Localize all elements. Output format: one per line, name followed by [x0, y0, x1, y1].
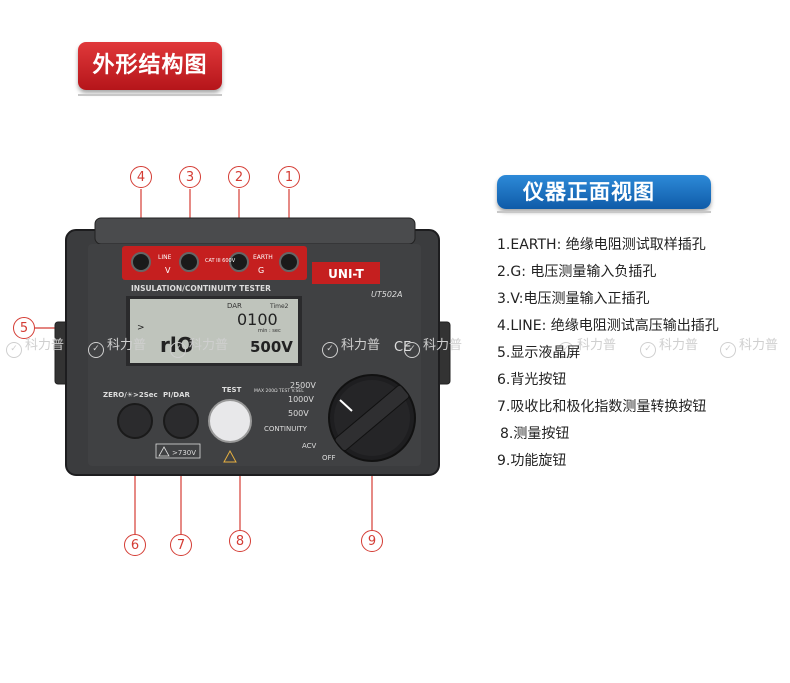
callout-7: 7 — [170, 534, 192, 556]
callout-3: 3 — [179, 166, 201, 188]
jacks — [131, 252, 299, 272]
lcd-time: Time2 — [269, 303, 289, 310]
brand-badge — [312, 262, 380, 284]
legend-item: 9.功能旋钮 — [497, 453, 567, 469]
hazard-icon — [223, 449, 237, 463]
legend-item: 5.显示液晶屏 — [497, 345, 581, 361]
function-dial-indicator — [339, 399, 353, 412]
lcd-main-value: 0100 — [237, 310, 278, 329]
callout-5: 5 — [13, 317, 35, 339]
line-jack[interactable] — [131, 252, 151, 272]
zero-label: ZERO/☀>2Sec — [103, 391, 158, 399]
dial-pos-continuity: CONTINUITY — [264, 425, 308, 433]
component-legend: 1.EARTH: 绝缘电阻测试取样插孔 2.G: 电压测量输入负插孔 3.V:电… — [497, 232, 719, 475]
legend-item: 4.LINE: 绝缘电阻测试高压输出插孔 — [497, 318, 719, 334]
watermark-icon: ✓ — [404, 342, 420, 358]
callout-6: 6 — [124, 534, 146, 556]
legend-item: 7.吸收比和极化指数测量转换按钮 — [497, 399, 707, 415]
jack-label-g: G — [258, 266, 264, 275]
watermark-icon: ✓ — [558, 342, 574, 358]
callout-4: 4 — [130, 166, 152, 188]
watermark-icon: ✓ — [88, 342, 104, 358]
page-title-text: 外形结构图 — [92, 53, 208, 78]
watermark: ✓科力普 — [6, 334, 64, 358]
watermark: ✓科力普 — [322, 334, 380, 358]
watermark-icon: ✓ — [322, 342, 338, 358]
callout-8: 8 — [229, 530, 251, 552]
watermark: ✓科力普 — [640, 334, 698, 358]
lcd-right-value: 500V — [250, 338, 293, 356]
dial-pos-acv: ACV — [302, 442, 317, 450]
legend-item: 2.G: 电压测量输入负插孔 — [497, 264, 657, 280]
dial-note: MAX 200Ω TEST V.SEL — [254, 388, 304, 394]
legend-item: 3.V:电压测量输入正插孔 — [497, 291, 650, 307]
lcd-units: min : sec — [258, 328, 281, 334]
brand-logo: UNI-T — [328, 267, 364, 281]
legend-item: 1.EARTH: 绝缘电阻测试取样插孔 — [497, 237, 706, 253]
dial-pos-off: OFF — [322, 454, 336, 462]
jack-label-earth: EARTH — [253, 254, 273, 261]
g-jack[interactable] — [229, 252, 249, 272]
device-top-rim — [94, 217, 416, 245]
section-title: 仪器正面视图 — [497, 175, 711, 213]
callout-9: 9 — [361, 530, 383, 552]
earth-jack[interactable] — [279, 252, 299, 272]
lcd-screen — [130, 299, 298, 363]
model-number: UT502A — [371, 290, 402, 299]
title-underline — [78, 94, 222, 96]
watermark: ✓科力普 — [720, 334, 778, 358]
watermark: ✓科力普 — [558, 334, 616, 358]
lcd-arrow: > — [137, 323, 145, 333]
panel-label: INSULATION/CONTINUITY TESTER — [131, 284, 271, 293]
callout-2: 2 — [228, 166, 250, 188]
dial-pos-2500v: 2500V — [290, 381, 316, 390]
section-underline — [497, 211, 711, 213]
watermark: ✓科力普 — [170, 334, 228, 358]
warning-icon — [158, 446, 170, 457]
pidar-button[interactable] — [163, 403, 199, 439]
v-jack[interactable] — [179, 252, 199, 272]
watermark: ✓科力普 — [88, 334, 146, 358]
jack-label-line: LINE — [158, 254, 172, 261]
test-button[interactable] — [208, 399, 252, 443]
watermark-icon: ✓ — [6, 342, 22, 358]
watermark-icon: ✓ — [170, 342, 186, 358]
watermark-icon: ✓ — [640, 342, 656, 358]
watermark: ✓科力普 — [404, 334, 462, 358]
jack-label-v: V — [165, 266, 171, 275]
section-title-text: 仪器正面视图 — [523, 180, 655, 204]
test-label: TEST — [222, 386, 242, 394]
warning-box — [155, 443, 201, 459]
warning-label: >730V — [172, 449, 196, 457]
jack-label-cat: CAT III 600V — [205, 258, 236, 264]
page-title: 外形结构图 — [78, 42, 222, 96]
legend-item: 6.背光按钮 — [497, 372, 567, 388]
function-dial-pointer — [334, 384, 410, 452]
watermark-icon: ✓ — [720, 342, 736, 358]
callout-1: 1 — [278, 166, 300, 188]
jack-strip — [122, 246, 307, 280]
dial-pos-1000v: 1000V — [288, 395, 314, 404]
legend-item: 8.测量按钮 — [500, 426, 570, 442]
pidar-label: PI/DAR — [163, 391, 191, 399]
lcd-dar: DAR — [227, 302, 242, 310]
dial-pos-500v: 500V — [288, 409, 309, 418]
backlight-button[interactable] — [117, 403, 153, 439]
